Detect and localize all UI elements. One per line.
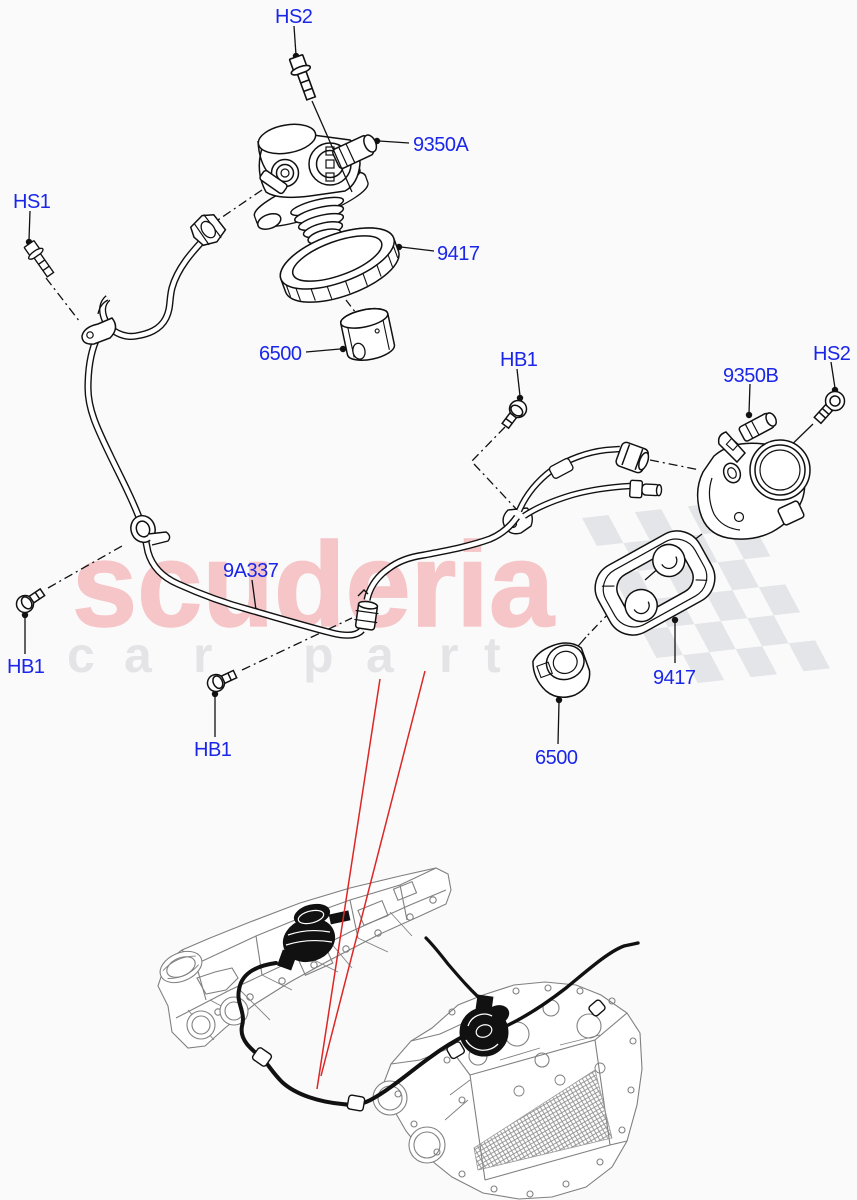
svg-text:HB1: HB1 [7, 656, 45, 678]
svg-text:r: r [439, 627, 458, 683]
svg-text:HS2: HS2 [813, 343, 851, 365]
svg-text:9417: 9417 [437, 243, 480, 265]
svg-text:HB1: HB1 [500, 349, 538, 371]
svg-text:6500: 6500 [535, 747, 578, 769]
svg-text:9350A: 9350A [413, 134, 469, 156]
svg-text:9350B: 9350B [723, 365, 778, 387]
svg-text:HB1: HB1 [194, 739, 232, 761]
svg-text:t: t [484, 627, 501, 683]
svg-text:p: p [303, 627, 334, 683]
svg-text:a: a [366, 627, 395, 683]
svg-text:c: c [67, 627, 95, 683]
svg-text:r: r [193, 627, 212, 683]
svg-text:HS1: HS1 [13, 191, 51, 213]
svg-text:6500: 6500 [259, 343, 302, 365]
svg-text:a: a [124, 627, 153, 683]
svg-text:HS2: HS2 [275, 6, 313, 28]
svg-text:9A337: 9A337 [223, 560, 279, 582]
svg-text:9417: 9417 [653, 667, 696, 689]
